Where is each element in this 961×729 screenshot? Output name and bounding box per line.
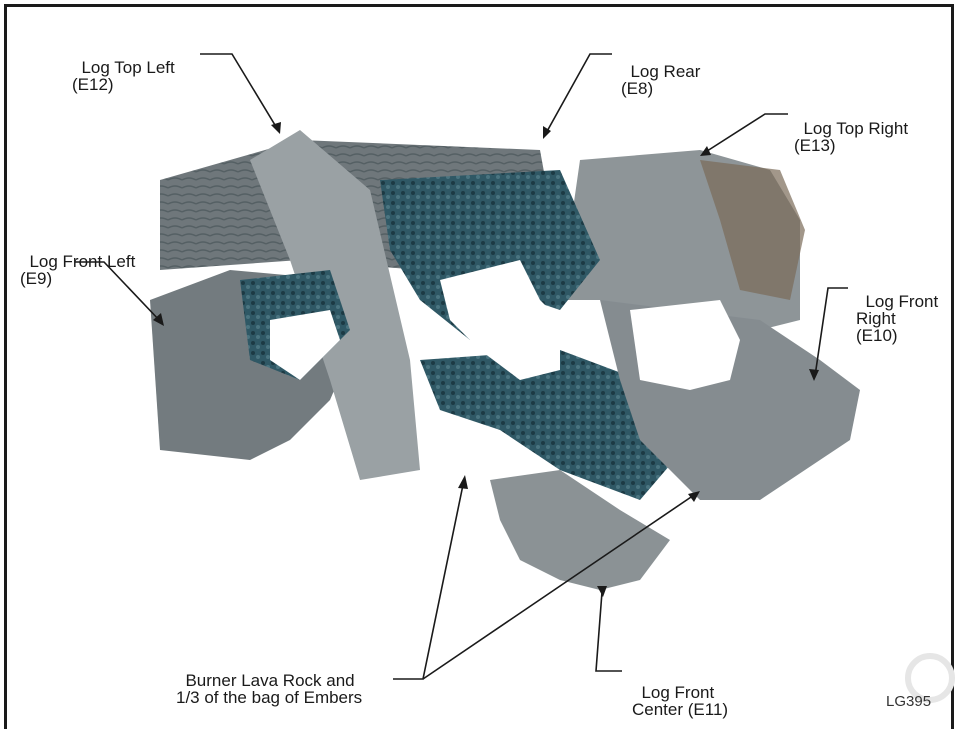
opening-right (630, 300, 740, 390)
leader-log-front-center (596, 592, 622, 671)
leader-lava-rock-1 (393, 480, 464, 679)
label-log-rear: Log Rear(E8) (621, 46, 700, 97)
leader-log-top-right (704, 114, 788, 153)
label-log-top-left: Log Top Left(E12) (72, 42, 175, 93)
label-log-top-right: Log Top Right(E13) (794, 103, 908, 154)
leader-log-top-left (200, 54, 278, 130)
figure-code: LG395 (886, 693, 931, 710)
leader-log-rear (545, 54, 612, 135)
label-log-front-left: Log Front Left(E9) (20, 236, 135, 287)
